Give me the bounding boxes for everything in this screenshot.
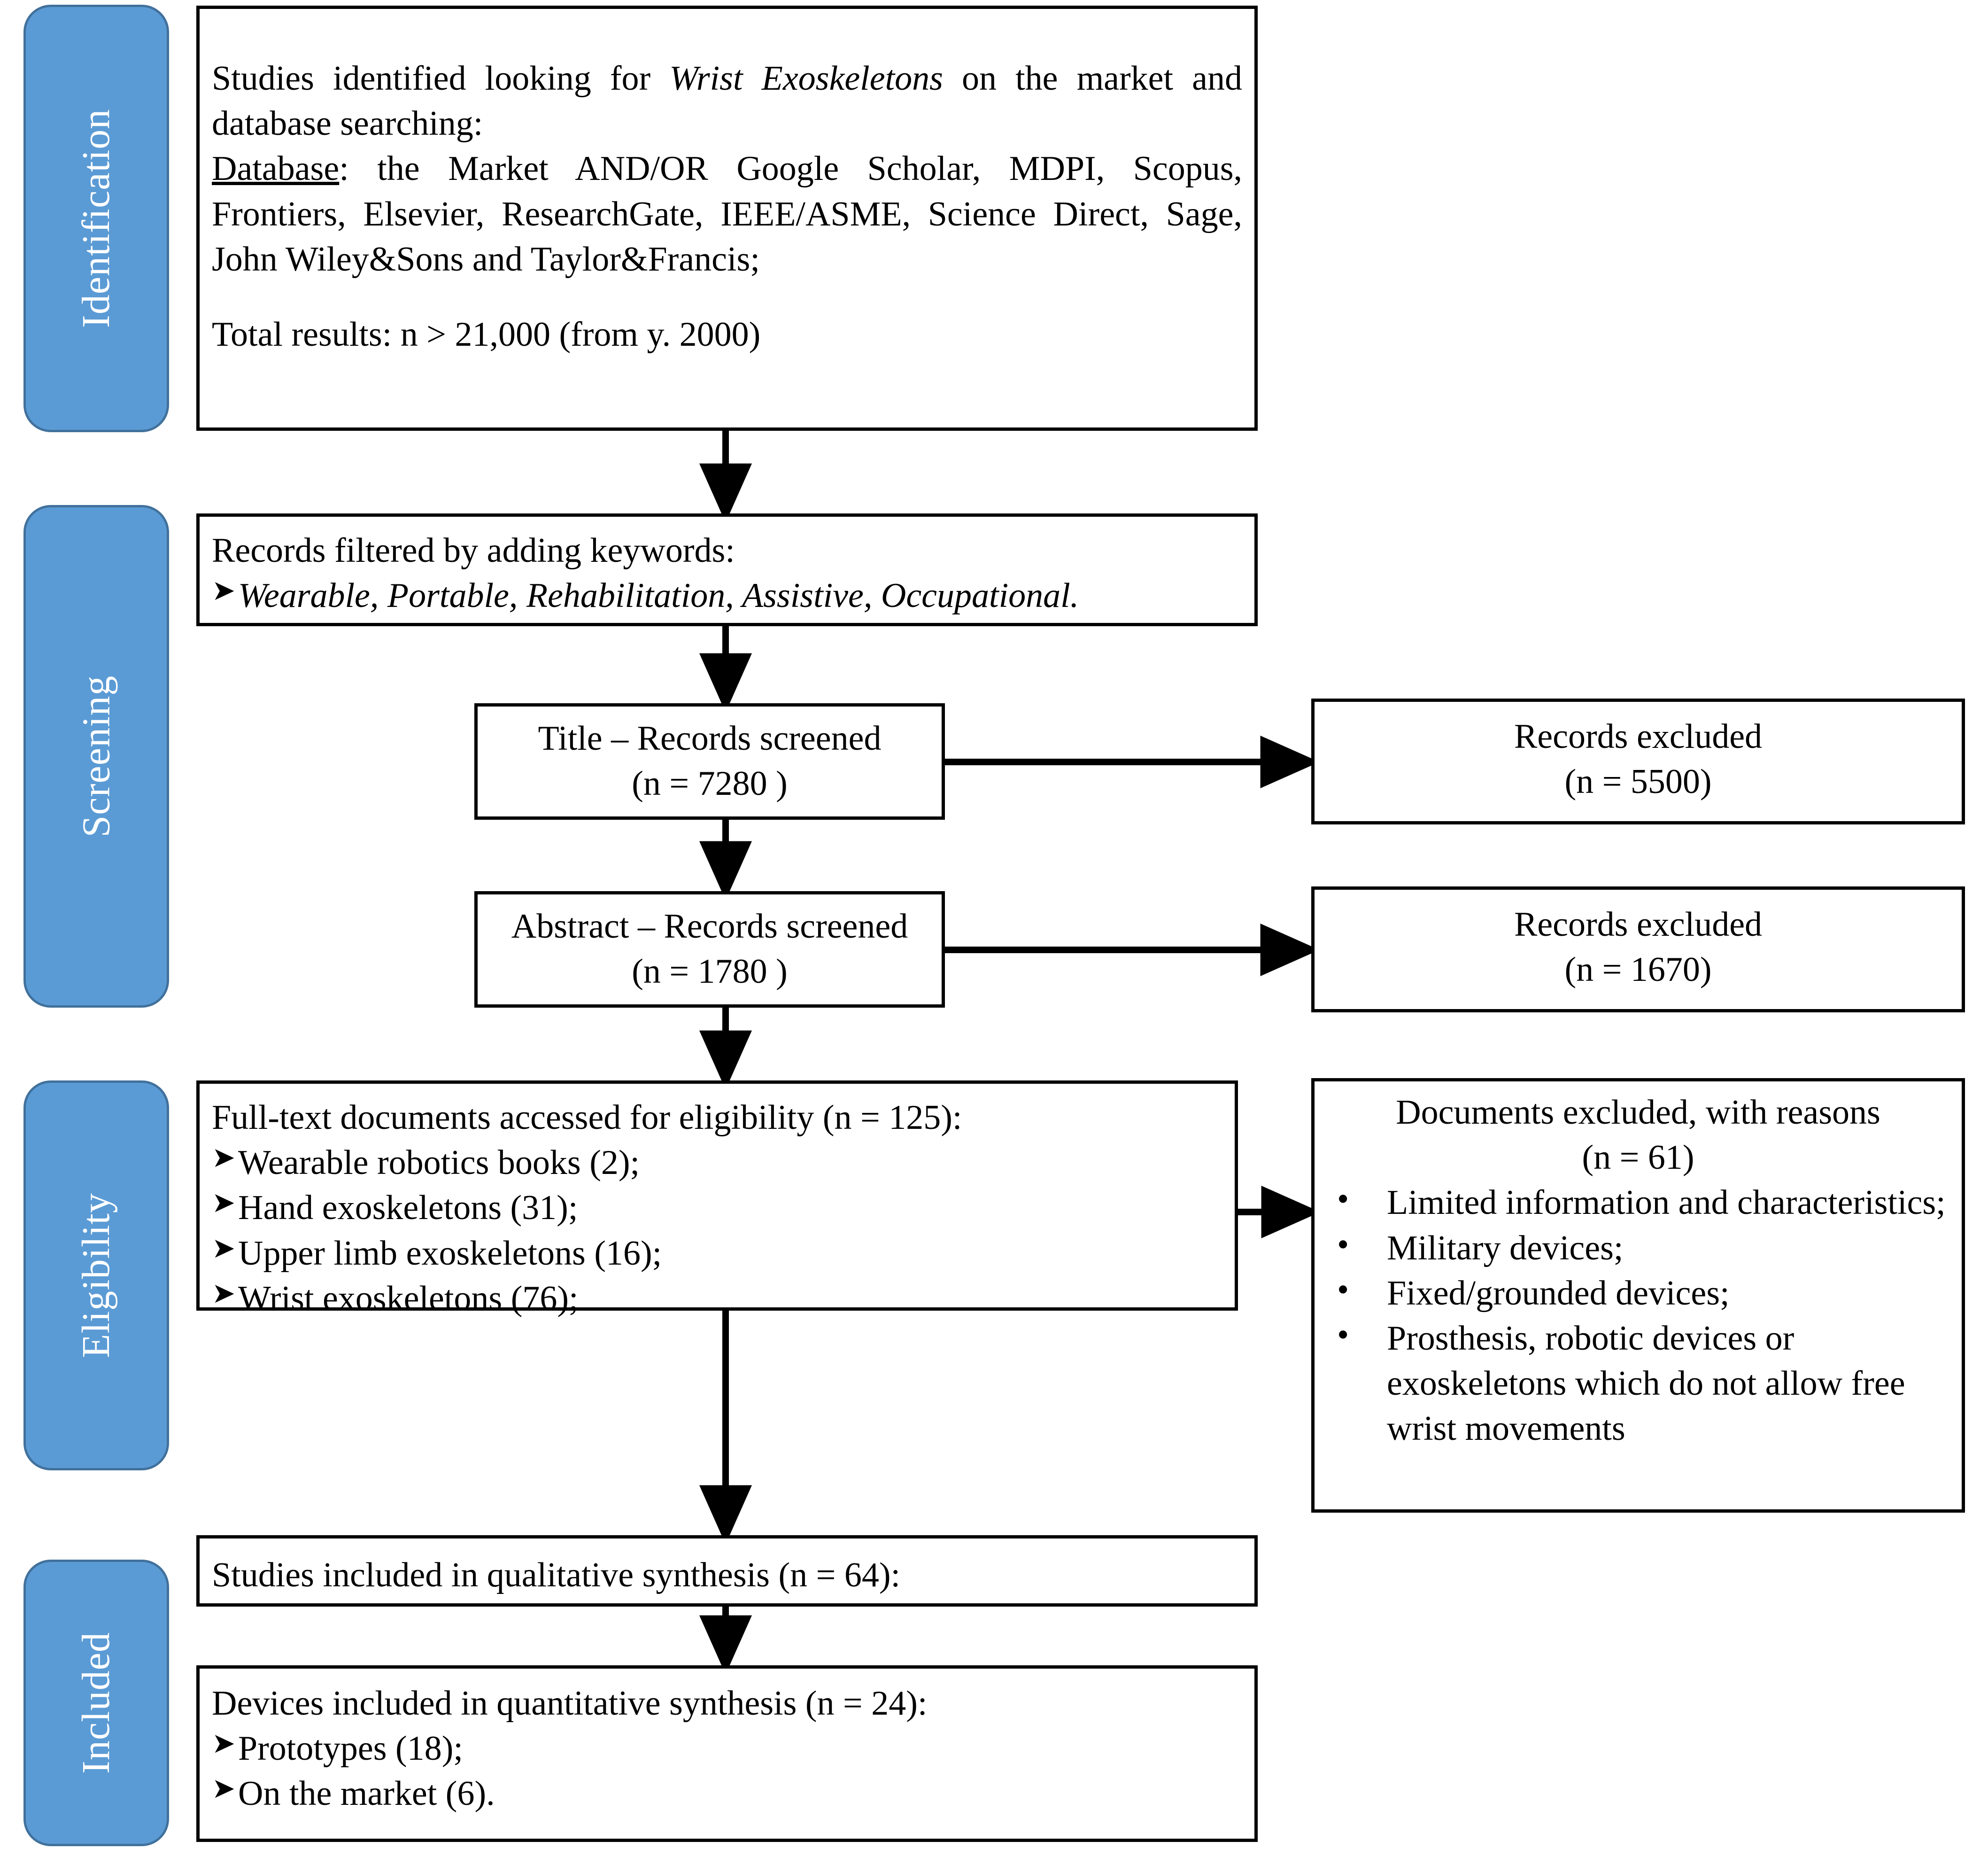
keywords-list: Wearable, Portable, Rehabilitation, Assi… <box>212 572 1242 618</box>
quantitative-synthesis-heading: Devices included in quantitative synthes… <box>212 1684 928 1723</box>
keywords-box: Records filtered by adding keywords: Wea… <box>196 513 1258 626</box>
qualitative-synthesis-label: Studies included in qualitative synthesi… <box>212 1556 901 1594</box>
eligibility-box: Full-text documents accessed for eligibi… <box>196 1080 1238 1318</box>
stage-label-screening-text: Screening <box>74 675 118 838</box>
documents-excluded-reason: Fixed/grounded devices; <box>1327 1268 1949 1316</box>
identification-line-2: Database: the Market AND/OR Google Schol… <box>212 149 1242 279</box>
stage-label-included: Included <box>23 1560 169 1846</box>
stage-label-identification: Identification <box>23 5 169 432</box>
stage-label-included-text: Included <box>74 1632 118 1774</box>
quantitative-synthesis-box: Devices included in quantitative synthes… <box>196 1665 1258 1842</box>
identification-spacer <box>212 282 1242 312</box>
stage-label-eligibility: Eligibility <box>23 1080 169 1470</box>
identification-box: Studies identified looking for Wrist Exo… <box>196 6 1258 431</box>
records-excluded-abstract-box: Records excluded (n = 1670) <box>1311 886 1965 1012</box>
quantitative-synthesis-item: On the market (6). <box>212 1770 1242 1816</box>
identification-line-1: Studies identified looking for Wrist Exo… <box>212 59 1242 143</box>
records-excluded-abstract-label: Records excluded <box>1514 905 1763 944</box>
title-records-screened-label: Title – Records screened <box>538 719 882 758</box>
stage-label-eligibility-text: Eligibility <box>74 1193 118 1358</box>
eligibility-heading: Full-text documents accessed for eligibi… <box>212 1098 962 1137</box>
eligibility-item: Upper limb exoskeletons (16); <box>212 1230 1222 1276</box>
eligibility-item: Hand exoskeletons (31); <box>212 1184 1222 1230</box>
title-records-screened-box: Title – Records screened (n = 7280 ) <box>474 703 945 820</box>
abstract-records-screened-count: (n = 1780 ) <box>632 952 788 991</box>
stage-label-screening: Screening <box>23 505 169 1008</box>
records-excluded-title-label: Records excluded <box>1514 717 1763 756</box>
records-excluded-title-box: Records excluded (n = 5500) <box>1311 699 1965 824</box>
title-records-screened-count: (n = 7280 ) <box>632 764 788 803</box>
records-excluded-abstract-count: (n = 1670) <box>1564 950 1712 989</box>
identification-total-results: Total results: n > 21,000 (from y. 2000) <box>212 315 761 354</box>
abstract-records-screened-box: Abstract – Records screened (n = 1780 ) <box>474 891 945 1008</box>
eligibility-item: Wearable robotics books (2); <box>212 1139 1222 1185</box>
documents-excluded-reason: Limited information and characteristics; <box>1327 1177 1949 1225</box>
eligibility-item: Wrist exoskeletons (76); <box>212 1275 1222 1321</box>
records-excluded-title-count: (n = 5500) <box>1564 762 1712 801</box>
quantitative-synthesis-item: Prototypes (18); <box>212 1725 1242 1771</box>
documents-excluded-reason: Prosthesis, robotic devices or exoskelet… <box>1327 1313 1949 1452</box>
stage-label-identification-text: Identification <box>74 109 118 328</box>
keywords-heading: Records filtered by adding keywords: <box>212 531 735 570</box>
documents-excluded-count: (n = 61) <box>1582 1138 1694 1177</box>
documents-excluded-reason: Military devices; <box>1327 1223 1949 1271</box>
documents-excluded-box: Documents excluded, with reasons (n = 61… <box>1311 1078 1965 1513</box>
qualitative-synthesis-box: Studies included in qualitative synthesi… <box>196 1535 1258 1607</box>
abstract-records-screened-label: Abstract – Records screened <box>511 907 908 946</box>
documents-excluded-label: Documents excluded, with reasons <box>1396 1093 1880 1132</box>
